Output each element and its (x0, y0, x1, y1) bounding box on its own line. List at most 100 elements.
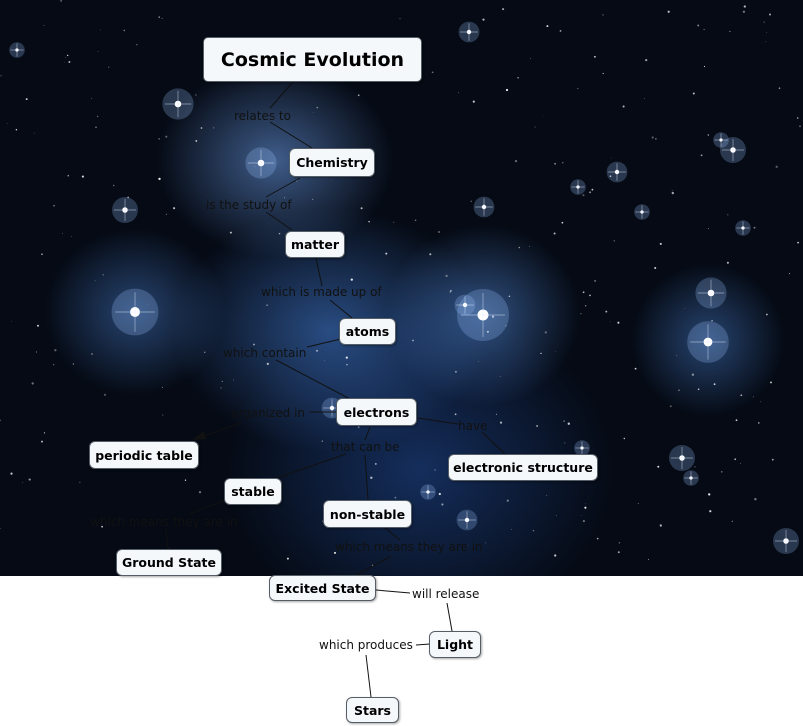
star (399, 18, 401, 20)
star (414, 219, 417, 222)
star (496, 413, 497, 415)
star (711, 320, 713, 322)
connector (275, 359, 353, 401)
concept-chemistry[interactable]: Chemistry (289, 148, 375, 177)
star (554, 162, 557, 165)
star (710, 320, 712, 322)
concept-cosmic-evolution[interactable]: Cosmic Evolution (203, 37, 422, 82)
star (266, 304, 268, 307)
concept-periodic-table[interactable]: periodic table (89, 441, 199, 469)
star (28, 478, 31, 481)
star (505, 325, 507, 327)
star (542, 114, 544, 116)
connector (265, 177, 301, 198)
star (727, 214, 729, 216)
star (765, 41, 767, 43)
star (697, 388, 700, 391)
connector (364, 454, 369, 501)
star (6, 123, 8, 125)
star (654, 266, 657, 270)
connector (375, 589, 411, 594)
concept-ground-state[interactable]: Ground State (116, 549, 222, 576)
star (266, 362, 269, 365)
star (707, 134, 709, 136)
star (734, 458, 737, 461)
star (582, 520, 585, 523)
star (53, 364, 55, 366)
concept-stable[interactable]: stable (224, 478, 282, 505)
star (184, 479, 187, 481)
star (233, 379, 235, 381)
concept-electronic-structure[interactable]: electronic structure (448, 454, 598, 481)
star (758, 422, 760, 424)
star (667, 10, 670, 13)
concept-atoms[interactable]: atoms (339, 318, 396, 345)
star (530, 58, 532, 60)
star (596, 537, 599, 540)
star (67, 54, 69, 57)
star (529, 245, 530, 247)
star (60, 0, 62, 2)
star (769, 13, 771, 16)
star (692, 92, 695, 95)
star (10, 472, 13, 475)
concept-stars[interactable]: Stars (346, 697, 399, 723)
concept-light[interactable]: Light (429, 631, 481, 658)
star (609, 175, 612, 178)
star (112, 184, 115, 187)
star (562, 162, 564, 164)
star (726, 261, 729, 264)
star (709, 510, 712, 513)
star (763, 21, 765, 23)
star (385, 252, 388, 255)
star (613, 240, 615, 242)
star (368, 220, 370, 223)
concept-electrons[interactable]: electrons (336, 398, 417, 426)
star (158, 16, 160, 18)
concept-excited-state[interactable]: Excited State (269, 575, 376, 601)
star (313, 111, 314, 113)
connector (417, 417, 459, 425)
star (315, 349, 319, 352)
star (65, 56, 67, 58)
star (161, 18, 163, 20)
star (346, 363, 348, 366)
connector (267, 453, 347, 482)
star (438, 492, 441, 496)
star (594, 279, 597, 282)
concept-matter[interactable]: matter (285, 231, 345, 258)
star (540, 352, 542, 355)
star (195, 139, 198, 142)
star (195, 94, 197, 96)
star (555, 350, 556, 352)
star (283, 197, 285, 199)
star (514, 159, 518, 163)
star (485, 542, 487, 544)
star (618, 542, 621, 544)
star (35, 351, 37, 353)
star (766, 313, 768, 316)
star (700, 154, 703, 157)
star (657, 465, 660, 468)
star (229, 231, 232, 234)
star (0, 75, 2, 77)
star (564, 442, 566, 444)
star (563, 420, 565, 422)
connector (165, 528, 169, 551)
star (622, 105, 625, 108)
star (434, 469, 436, 471)
star (637, 503, 639, 505)
star (678, 389, 680, 392)
connector (329, 299, 353, 319)
star (272, 117, 275, 120)
star (589, 294, 591, 297)
star (253, 343, 255, 346)
concept-non-stable[interactable]: non-stable (323, 500, 412, 528)
star (651, 136, 654, 139)
star (703, 65, 706, 68)
star (754, 498, 757, 501)
star (735, 419, 738, 422)
link-have: have (458, 419, 488, 433)
star (546, 25, 549, 28)
star (577, 88, 579, 90)
